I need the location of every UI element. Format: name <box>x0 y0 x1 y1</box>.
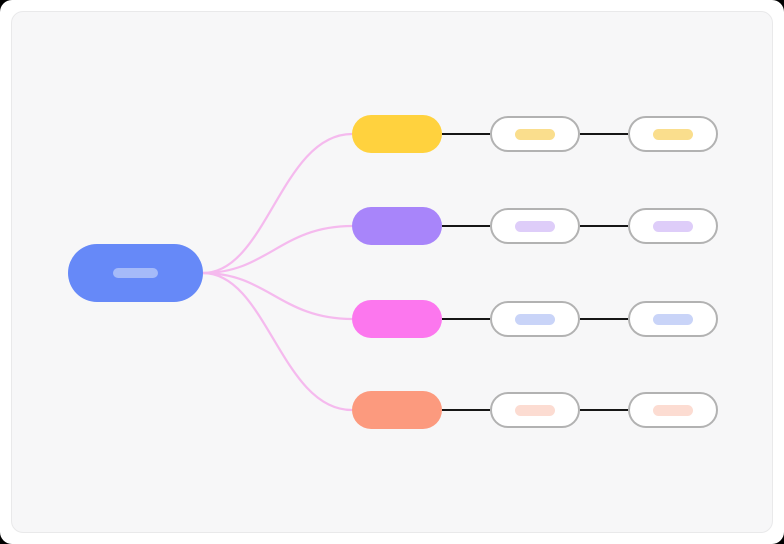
child-node-4-2[interactable] <box>628 392 718 428</box>
child-label-bar <box>653 313 693 325</box>
child-node-3-1[interactable] <box>490 301 580 337</box>
child-label-bar <box>653 220 693 232</box>
child-node-4-1[interactable] <box>490 392 580 428</box>
child-node-1-1[interactable] <box>490 116 580 152</box>
child-label-bar <box>653 404 693 416</box>
root-node[interactable] <box>68 244 203 302</box>
child-label-bar <box>515 128 555 140</box>
child-label-bar <box>515 313 555 325</box>
child-label-bar <box>515 404 555 416</box>
root-label-bar <box>113 268 158 278</box>
branch-node-3[interactable] <box>352 300 442 338</box>
child-node-1-2[interactable] <box>628 116 718 152</box>
child-label-bar <box>653 128 693 140</box>
branch-node-1[interactable] <box>352 115 442 153</box>
child-node-2-1[interactable] <box>490 208 580 244</box>
child-node-2-2[interactable] <box>628 208 718 244</box>
branch-node-2[interactable] <box>352 207 442 245</box>
branch-node-4[interactable] <box>352 391 442 429</box>
child-label-bar <box>515 220 555 232</box>
child-node-3-2[interactable] <box>628 301 718 337</box>
